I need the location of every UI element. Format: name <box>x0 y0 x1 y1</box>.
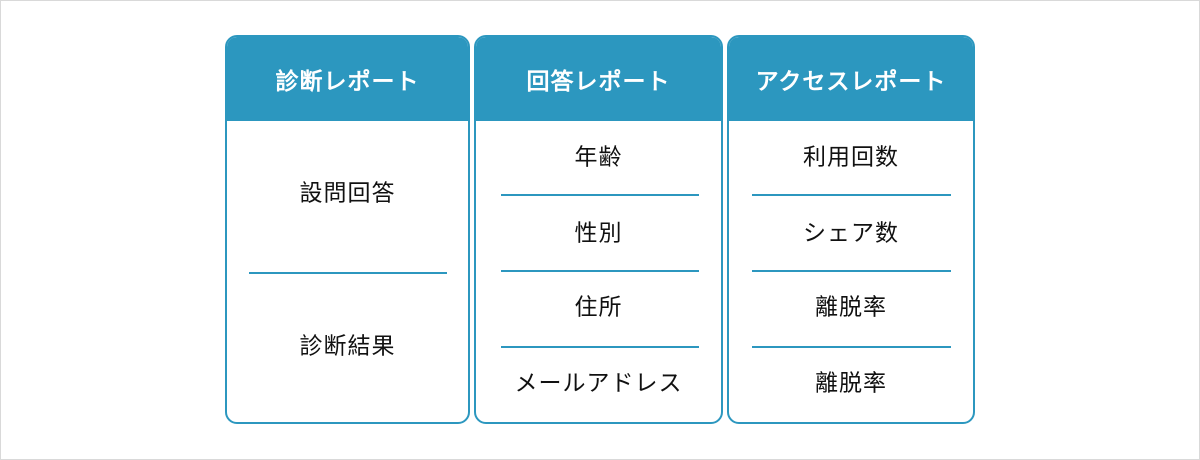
card-title: 回答レポート <box>526 69 671 95</box>
card-body: 設問回答 診断結果 <box>227 121 468 422</box>
answer-report-card: 回答レポート 年齢 性別 住所 メールアドレス <box>474 35 723 424</box>
access-report-card: アクセスレポート 利用回数 シェア数 離脱率 離脱率 <box>727 35 975 424</box>
divider <box>501 270 699 272</box>
divider <box>501 194 699 196</box>
card-body: 利用回数 シェア数 離脱率 離脱率 <box>729 121 973 422</box>
report-item: 離脱率 <box>815 294 887 321</box>
report-item: 離脱率 <box>815 370 887 397</box>
report-item: シェア数 <box>803 220 899 247</box>
card-title: アクセスレポート <box>755 69 947 95</box>
divider <box>752 346 951 348</box>
divider <box>752 194 951 196</box>
card-header: 回答レポート <box>476 37 721 121</box>
divider <box>501 346 699 348</box>
card-body: 年齢 性別 住所 メールアドレス <box>476 121 721 422</box>
report-item: 診断結果 <box>299 333 396 360</box>
card-header: アクセスレポート <box>729 37 973 121</box>
divider <box>249 272 447 274</box>
report-item: 年齢 <box>574 144 623 171</box>
report-item: 設問回答 <box>299 180 396 207</box>
report-item: 性別 <box>574 220 623 247</box>
divider <box>752 270 951 272</box>
diagnosis-report-card: 診断レポート 設問回答 診断結果 <box>225 35 470 424</box>
report-item: 住所 <box>574 294 623 321</box>
card-title: 診断レポート <box>275 69 420 95</box>
report-item: メールアドレス <box>514 370 683 397</box>
card-header: 診断レポート <box>227 37 468 121</box>
report-item: 利用回数 <box>803 144 899 171</box>
